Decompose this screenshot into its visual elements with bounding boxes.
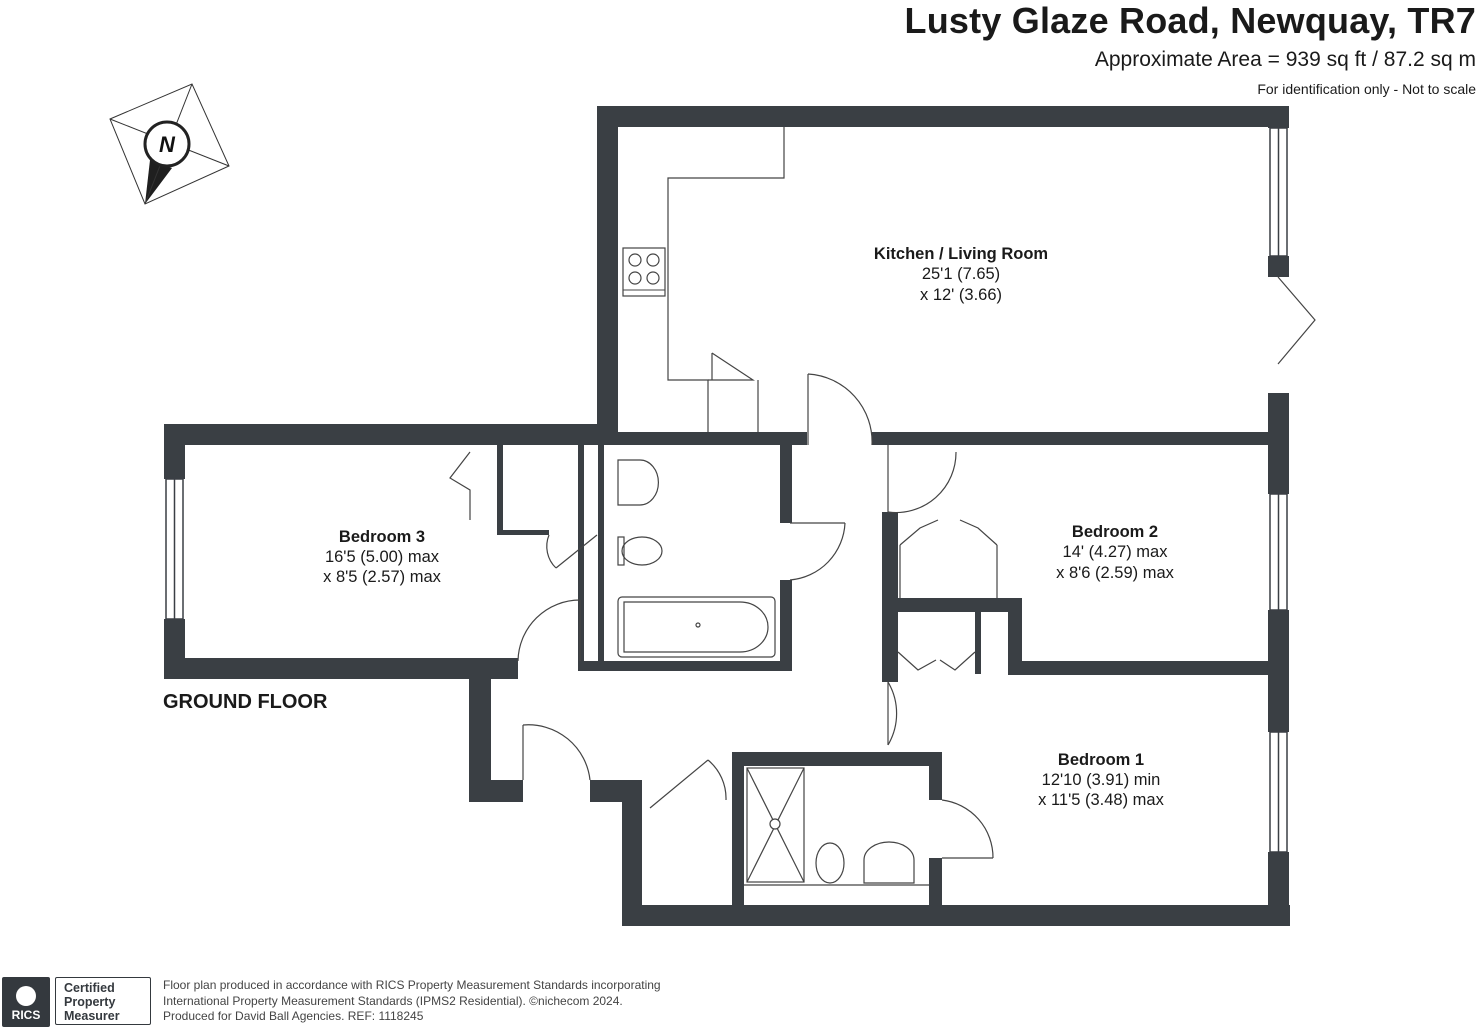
hob-icon (622, 247, 666, 297)
doors (449, 276, 1316, 859)
area-summary: Approximate Area = 939 sq ft / 87.2 sq m (1094, 48, 1476, 71)
room-dim-bedroom1-2: x 11'5 (3.48) max (1038, 791, 1164, 809)
toilet-icon (621, 536, 663, 566)
room-name-kitchen: Kitchen / Living Room (874, 245, 1048, 263)
room-dim-kitchen-1: 25'1 (7.65) (922, 265, 1000, 283)
cert-line-1: Certified (64, 981, 115, 995)
rics-text: RICS (11, 1008, 41, 1022)
disclaimer-note: For identification only - Not to scale (1257, 81, 1476, 97)
cert-line-2: Property (64, 995, 116, 1009)
room-dim-bedroom1-1: 12'10 (3.91) min (1042, 771, 1161, 789)
compass-north-label: N (159, 132, 176, 157)
ensuite-toilet-icon (815, 842, 845, 884)
walls (164, 106, 1290, 926)
windows (165, 127, 1288, 853)
compass-icon: N (109, 83, 230, 205)
certified-measurer-label: Certified Property Measurer (55, 977, 151, 1025)
room-dim-bedroom3-2: x 8'5 (2.57) max (323, 568, 442, 586)
ensuite-basin-icon (863, 841, 915, 884)
floor-label: GROUND FLOOR (163, 691, 328, 713)
footer-line-1: Floor plan produced in accordance with R… (163, 978, 661, 992)
room-labels: Kitchen / Living Room 25'1 (7.65) x 12' … (323, 245, 1175, 809)
rics-badge: RICS Certified Property Measurer (2, 977, 152, 1027)
room-dim-kitchen-2: x 12' (3.66) (920, 286, 1002, 304)
rics-emblem-icon (16, 986, 36, 1006)
ensuite-fixtures (744, 767, 929, 886)
room-dim-bedroom3-1: 16'5 (5.00) max (325, 548, 440, 566)
footer-line-2: International Property Measurement Stand… (163, 993, 623, 1008)
room-dim-bedroom2-2: x 8'6 (2.59) max (1056, 564, 1175, 582)
property-title: Lusty Glaze Road, Newquay, TR7 (904, 0, 1476, 41)
rics-logo: RICS (2, 977, 50, 1027)
basin-icon (617, 459, 660, 506)
room-name-bedroom2: Bedroom 2 (1072, 523, 1158, 541)
bathroom-fixtures (617, 459, 776, 658)
room-dim-bedroom2-1: 14' (4.27) max (1063, 543, 1169, 561)
room-name-bedroom1: Bedroom 1 (1058, 751, 1144, 769)
kitchen-units (667, 127, 785, 432)
room-name-bedroom3: Bedroom 3 (339, 528, 425, 546)
footer-line-3: Produced for David Ball Agencies. REF: 1… (163, 1009, 424, 1023)
bath-icon (617, 596, 776, 658)
shower-icon (746, 767, 805, 883)
cert-line-3: Measurer (64, 1009, 120, 1023)
footer-note: Floor plan produced in accordance with R… (163, 978, 661, 1025)
